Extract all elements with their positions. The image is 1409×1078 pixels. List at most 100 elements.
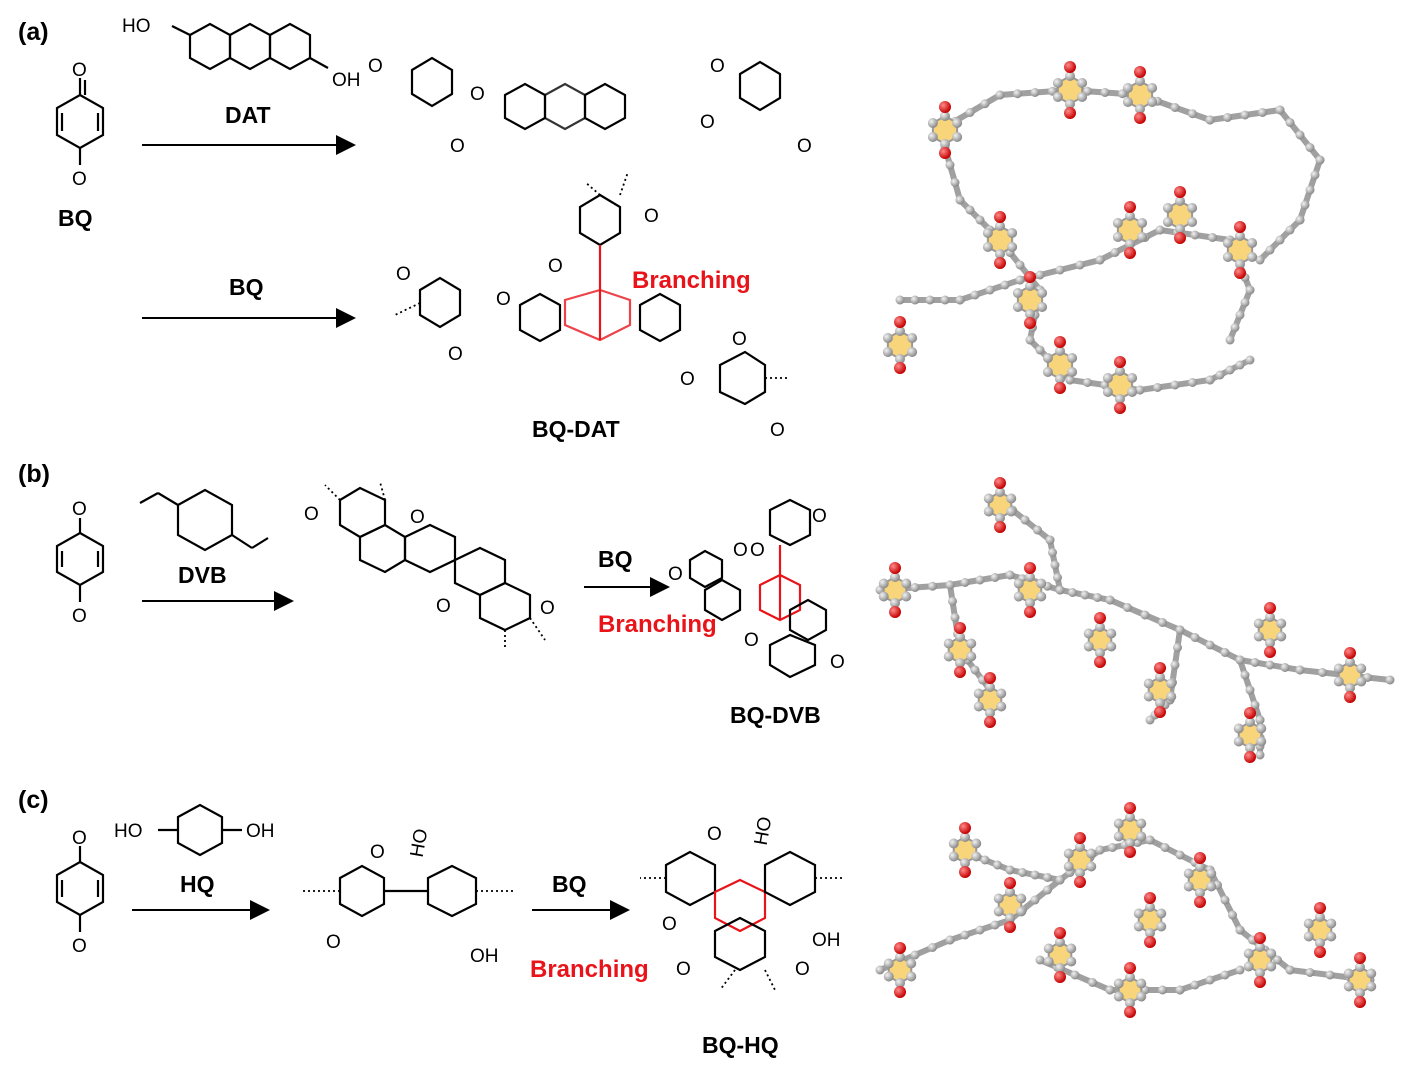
dvb-monomer xyxy=(139,488,269,552)
carbon-atom xyxy=(1256,723,1267,734)
atom-o: O xyxy=(710,56,725,77)
carbon-atom xyxy=(990,920,1000,930)
carbon-atom xyxy=(1345,657,1355,667)
carbon-atom xyxy=(1006,493,1017,504)
carbon-atom xyxy=(1013,578,1024,589)
carbon-atom xyxy=(1303,918,1314,929)
atom-oh-rotated: HO xyxy=(407,827,433,859)
carbon-atom xyxy=(1106,628,1117,639)
carbon-atom xyxy=(1100,88,1110,97)
atom-o: O xyxy=(448,344,463,365)
atom-o: O xyxy=(450,136,465,157)
carbon-atom xyxy=(1043,873,1052,882)
carbon-atom xyxy=(1136,991,1147,1002)
atom-o: O xyxy=(72,936,87,957)
carbon-atom xyxy=(1295,130,1305,140)
carbon-atom xyxy=(1175,985,1185,995)
carbon-atom xyxy=(910,583,920,592)
carbon-atom xyxy=(1067,353,1078,363)
carbon-atom xyxy=(982,242,993,252)
carbon-atom xyxy=(1125,972,1135,982)
carbon-atom xyxy=(1235,965,1245,975)
atom-o: O xyxy=(548,256,563,277)
carbon-atom xyxy=(1125,211,1135,221)
carbon-atom xyxy=(1018,868,1027,877)
atom-o: O xyxy=(707,824,722,845)
carbon-atom xyxy=(1222,238,1233,248)
oxygen-atom xyxy=(1344,691,1356,703)
carbon-atom xyxy=(1145,928,1155,938)
oxygen-atom xyxy=(889,562,901,574)
carbon-atom xyxy=(1075,868,1085,878)
carbon-atom xyxy=(973,701,984,712)
carbon-atom xyxy=(970,290,980,300)
carbon-atom xyxy=(1135,104,1145,114)
oxygen-atom xyxy=(994,257,1006,269)
branching-label-a: Branching xyxy=(632,267,751,294)
atom-oh: OH xyxy=(332,70,361,91)
carbon-atom xyxy=(1125,838,1135,848)
carbon-atom xyxy=(1355,988,1365,998)
carbon-atom xyxy=(925,295,935,305)
oxygen-atom xyxy=(1354,952,1366,964)
carbon-atom xyxy=(1245,285,1255,295)
carbon-atom xyxy=(907,333,918,343)
bq-label: BQ xyxy=(58,205,93,231)
oxygen-atom xyxy=(1094,656,1106,668)
carbon-atom xyxy=(1005,865,1015,875)
carbon-atom xyxy=(1266,961,1277,972)
carbon-atom xyxy=(1158,618,1167,627)
carbon-atom xyxy=(1033,525,1042,535)
carbon-atom xyxy=(1127,387,1138,397)
carbon-atom xyxy=(1125,812,1135,822)
carbon-atom xyxy=(1077,78,1088,88)
carbon-atom xyxy=(966,651,977,662)
atom-o: O xyxy=(732,329,747,350)
atom-o: O xyxy=(370,842,385,863)
product-label-c: BQ-HQ xyxy=(702,1032,779,1058)
oxygen-atom xyxy=(1134,112,1146,124)
bq-dvb-branched-product: O O O O O O xyxy=(668,498,845,679)
carbon-atom xyxy=(1253,631,1264,642)
carbon-atom xyxy=(1225,335,1235,345)
carbon-atom xyxy=(943,651,954,662)
carbon-atom xyxy=(1318,668,1327,677)
carbon-atom xyxy=(1145,902,1155,912)
oxygen-atom xyxy=(1004,877,1016,889)
carbon-atom xyxy=(950,178,960,187)
carbon-atom xyxy=(1240,298,1250,307)
carbon-atom xyxy=(1243,948,1254,959)
carbon-atom xyxy=(1030,870,1040,880)
carbon-atom xyxy=(1233,736,1244,747)
carbon-atom xyxy=(1123,603,1132,612)
carbon-atom xyxy=(1275,105,1285,115)
oxygen-atom xyxy=(959,822,971,834)
carbon-atom xyxy=(1265,660,1275,670)
carbon-atom xyxy=(1065,375,1075,385)
carbon-atom xyxy=(1258,108,1267,117)
carbon-atom xyxy=(1075,260,1085,270)
carbon-atom xyxy=(1063,861,1074,872)
oxygen-atom xyxy=(954,622,966,634)
arrow-2-reagent: BQ xyxy=(229,274,264,300)
atom-oh: OH xyxy=(812,930,841,951)
carbon-atom xyxy=(995,249,1005,259)
carbon-atom xyxy=(1220,895,1230,905)
carbon-atom xyxy=(1125,239,1135,249)
carbon-atom xyxy=(1055,875,1065,885)
carbon-atom xyxy=(952,132,963,142)
carbon-atom xyxy=(910,950,920,960)
atom-o: O xyxy=(396,264,411,285)
carbon-atom xyxy=(1113,991,1124,1002)
carbon-atom xyxy=(1220,970,1230,980)
carbon-atom xyxy=(948,851,959,862)
carbon-atom xyxy=(1055,585,1065,595)
carbon-atom xyxy=(1366,968,1377,979)
carbon-atom xyxy=(882,347,893,357)
carbon-atom xyxy=(1235,231,1245,241)
oxygen-atom xyxy=(1194,852,1206,864)
carbon-atom xyxy=(1133,921,1144,932)
carbon-atom xyxy=(1113,818,1124,829)
oxygen-atom xyxy=(1174,232,1186,244)
